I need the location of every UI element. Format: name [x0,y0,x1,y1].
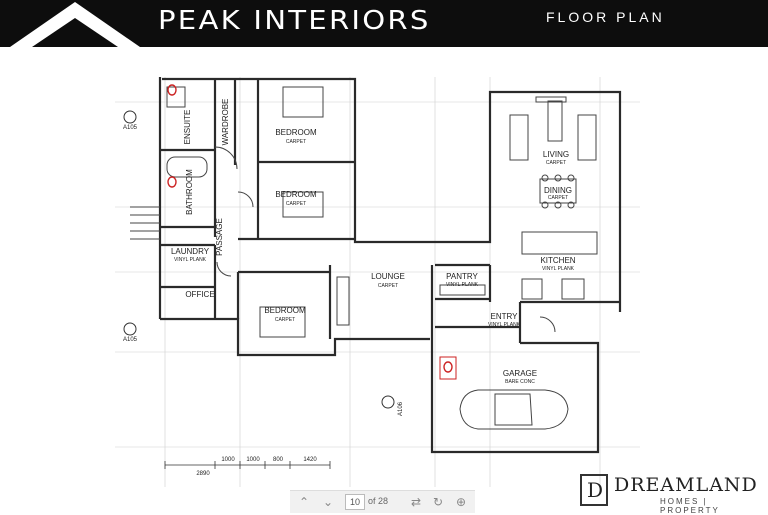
monogram-letter: D [587,478,604,502]
page-number-input[interactable]: 10 [345,494,365,510]
mountain-logo-icon [10,2,140,47]
room-bedroom-2-label: BEDROOM [275,190,317,199]
rotate-icon[interactable]: ↻ [432,495,444,509]
dreamland-monogram-icon: D [580,474,608,506]
zoom-icon[interactable]: ⊕ [455,495,467,509]
dreamland-logo-tagline: HOMES | PROPERTY [660,497,720,515]
next-page-chevron-down-icon[interactable]: ⌄ [322,495,334,509]
room-living-floor: CARPET [546,160,566,166]
room-laundry-label: LAUNDRY [171,247,210,256]
room-bedroom-3-label: BEDROOM [264,306,306,315]
room-bathroom-label: BATHROOM [185,169,194,215]
fit-page-icon[interactable]: ⇄ [410,495,422,509]
room-lounge-label: LOUNGE [371,272,405,281]
dimension-3: 1000 [246,457,260,463]
room-bedroom-3-floor: CARPET [275,317,295,323]
room-garage-floor: BARE CONC [505,379,535,385]
section-marker-2: A105 [123,337,138,343]
room-dining-floor: CARPET [548,195,568,201]
room-pantry-floor: VINYL PLANK [446,282,479,288]
room-living-label: LIVING [543,150,569,159]
room-wardrobe-label: WARDROBE [221,99,230,146]
header-bar: PEAK INTERIORS FLOOR PLAN [0,0,768,47]
room-entry-floor: VINYL PLANK [488,322,521,328]
previous-page-chevron-up-icon[interactable]: ⌃ [298,495,310,509]
brand-name: PEAK INTERIORS [158,6,431,36]
room-office-label: OFFICE [185,290,214,299]
pdf-toolbar: ⌃ ⌄ 10 of 28 ⇄ ↻ ⊕ [290,490,475,513]
room-bedroom-2-floor: CARPET [286,201,306,207]
room-lounge-floor: CARPET [378,283,398,289]
room-laundry-floor: VINYL PLANK [174,257,207,263]
room-garage-label: GARAGE [503,369,537,378]
dreamland-logo-name: DREAMLAND [614,474,758,496]
room-kitchen-label: KITCHEN [540,256,575,265]
dimension-1: 2890 [196,471,210,477]
room-passage-label: PASSAGE [215,218,224,256]
page-title: FLOOR PLAN [546,9,665,25]
room-dining-label: DINING [544,186,572,195]
section-marker-1: A105 [123,125,138,131]
page-count: of 28 [368,496,389,506]
room-bedroom-1-floor: CARPET [286,139,306,145]
dimension-2: 1000 [221,457,235,463]
room-bedroom-1-label: BEDROOM [275,128,317,137]
dimension-5: 1420 [303,457,317,463]
room-pantry-label: PANTRY [446,272,478,281]
room-ensuite-label: ENSUITE [183,110,192,145]
section-marker-3: A106 [398,401,404,416]
dimension-4: 800 [273,457,284,463]
room-entry-label: ENTRY [491,312,519,321]
room-kitchen-floor: VINYL PLANK [542,266,575,272]
floor-plan-drawing: ENSUITE WARDROBE BEDROOM CARPET BATHROOM… [115,77,640,487]
